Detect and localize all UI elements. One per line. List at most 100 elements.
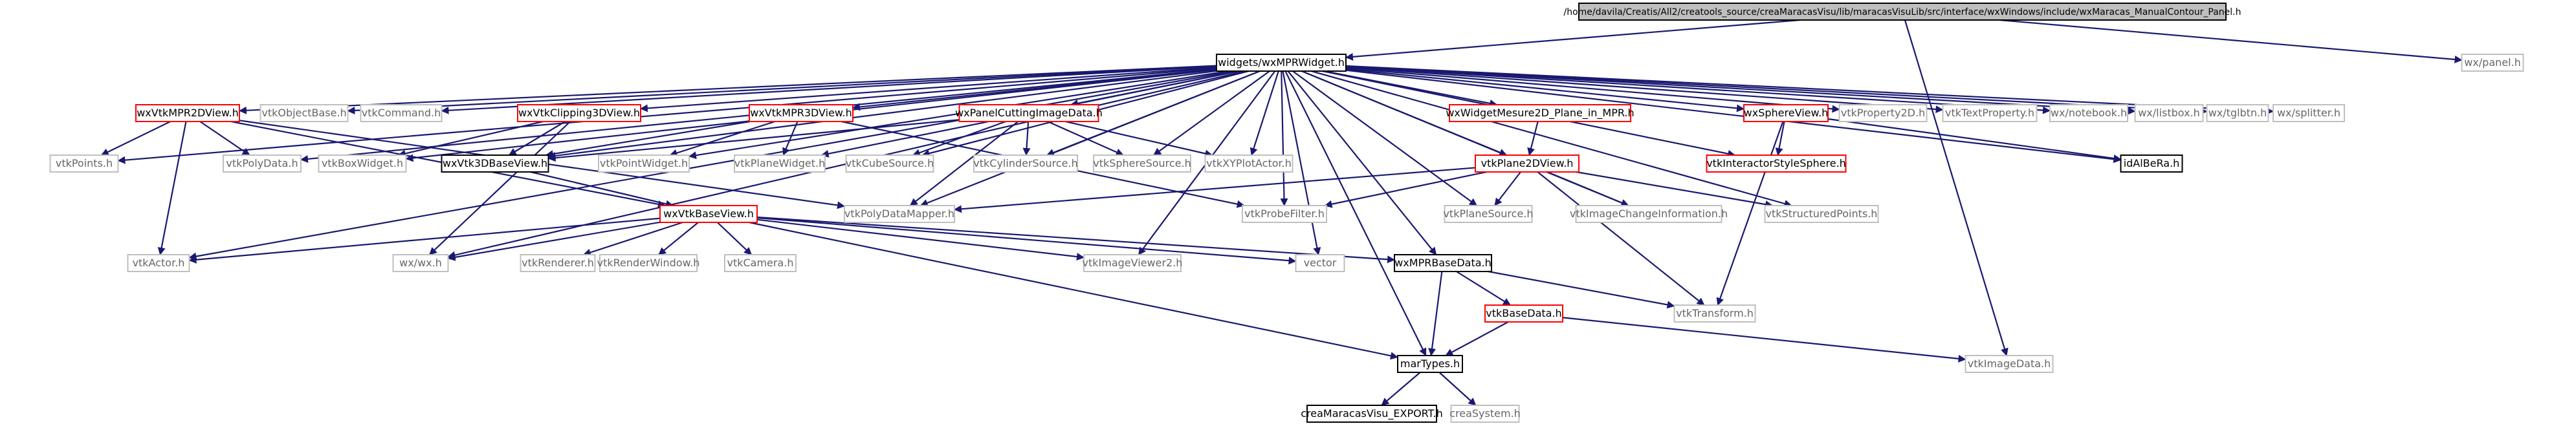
node-box [734,154,826,173]
node-label: wx/panel.h [2464,56,2521,69]
edge-root-to-panel [1999,19,2463,63]
node-interactor[interactable]: vtkInteractorStyleSphere.h [1706,154,1847,173]
node-mpr3d[interactable]: wxVtkMPR3DView.h [749,104,853,122]
node-box [1706,154,1847,173]
node-cylsource[interactable]: vtkCylinderSource.h [973,154,1078,173]
edge-plane2d-to-planesource [1494,171,1521,206]
edge-mprwidget-to-xyplot [1249,70,1279,156]
node-probefilter[interactable]: vtkProbeFilter.h [1242,205,1327,223]
node-box [1450,405,1520,423]
node-prop2d[interactable]: vtkProperty2D.h [1838,104,1928,122]
edge-root-to-mprwidget [1345,19,1801,61]
node-camera[interactable]: vtkCamera.h [724,254,797,272]
node-imgchange[interactable]: vtkImageChangeInformation.h [1570,205,1728,223]
node-cubesource[interactable]: vtkCubeSource.h [845,154,934,173]
node-idalbera[interactable]: idAlBeRa.h [2120,154,2183,173]
node-label: vtkSphereSource.h [1093,157,1191,169]
node-label: vtkTextProperty.h [1945,107,2034,119]
node-vtkbaseview[interactable]: wxVtkBaseView.h [659,205,758,223]
node-label: wxVtkMPR2DView.h [137,107,239,119]
node-box [598,154,690,173]
node-cutting[interactable]: wxPanelCuttingImageData.h [955,104,1103,122]
node-wxwx[interactable]: wx/wx.h [392,254,449,272]
edge-vtkbaseview-to-imgviewer [756,218,1084,261]
edge-mprwidget-to-polymapper [919,70,1260,207]
node-box [1093,154,1191,173]
node-label: vtkPolyData.h [226,157,298,169]
node-pointwidget[interactable]: vtkPointWidget.h [598,154,690,173]
edge-vtkbaseview-to-wxwx [447,221,661,261]
node-splitter[interactable]: wx/splitter.h [2273,104,2345,122]
node-imgviewer[interactable]: vtkImageViewer2.h [1083,254,1183,272]
node-box [318,154,407,173]
node-command[interactable]: vtkCommand.h [360,104,443,122]
edge-mprwidget-to-points [117,67,1217,164]
edge-cutting-to-vtk3dbase [547,119,960,162]
edge-mprwidget-to-marTypes [1284,70,1427,356]
node-plane2d[interactable]: vtkPlane2DView.h [1475,154,1580,173]
edge-clip3d-to-wxwx [428,121,571,255]
node-box [1484,304,1563,323]
node-marTypes[interactable]: marTypes.h [1397,355,1463,373]
node-label: vtkProperty2D.h [1841,107,1925,119]
node-label: vtkPlaneWidget.h [734,157,825,169]
node-xyplot[interactable]: vtkXYPlotActor.h [1204,154,1294,173]
edge-mprbasedata-to-basedata [1456,271,1512,306]
node-label: idAlBeRa.h [2124,157,2180,169]
node-points[interactable]: vtkPoints.h [49,154,119,173]
node-export[interactable]: creaMaracasVisu_EXPORT.h [1301,405,1443,423]
node-actor[interactable]: vtkActor.h [127,254,190,272]
node-listbox[interactable]: wx/listbox.h [2134,104,2204,122]
node-box [49,154,119,173]
node-label: vtkRenderWindow.h [597,257,700,269]
node-renderer[interactable]: vtkRenderer.h [520,254,596,272]
node-panel[interactable]: wx/panel.h [2461,54,2524,72]
edge-plane2d-to-polymapper [954,167,1476,213]
edge-mpr3d-to-vtk3dbase [545,120,751,158]
node-notebook[interactable]: wx/notebook.h [2049,104,2128,122]
node-label: vtkStructuredPoints.h [1766,208,1878,220]
edge-mprwidget-to-actor [188,70,1235,261]
node-structpts[interactable]: vtkStructuredPoints.h [1764,205,1879,223]
node-basedata[interactable]: vtkBaseData.h [1484,304,1563,323]
node-label: /home/davila/Creatis/All2/creatools_sour… [1563,7,2241,17]
node-label: vtkTransform.h [1676,307,1754,319]
edge-vtkmpr2d-to-actor [157,121,187,255]
edge-cutting-to-cubesource [912,120,1006,156]
edge-marTypes-to-system [1438,372,1477,406]
edge-basedata-to-marTypes [1445,321,1509,356]
node-textprop[interactable]: vtkTextProperty.h [1942,104,2038,122]
edge-clip3d-to-boxwidget [397,120,544,158]
node-objbase[interactable]: vtkObjectBase.h [259,104,349,122]
node-label: vtkProbeFilter.h [1244,208,1325,220]
node-renwin[interactable]: vtkRenderWindow.h [597,254,700,272]
node-sphsource[interactable]: vtkSphereSource.h [1093,154,1191,173]
node-boxwidget[interactable]: vtkBoxWidget.h [318,154,407,173]
node-vtkmpr2d[interactable]: wxVtkMPR2DView.h [135,104,240,122]
node-label: wx/wx.h [399,257,442,269]
node-tglbtn[interactable]: wx/tglbtn.h [2206,104,2269,122]
node-transform[interactable]: vtkTransform.h [1673,304,1756,323]
edge-sphereview-to-transform [1716,121,1784,306]
node-label: vtkRenderer.h [522,257,594,269]
edge-mprwidget-to-vector [1282,70,1321,255]
node-mesure[interactable]: wxWidgetMesure2D_Plane_in_MPR.h [1446,104,1635,122]
node-sphereview[interactable]: wxSphereView.h [1743,104,1829,122]
node-mprbasedata[interactable]: wxMPRBaseData.h [1394,254,1492,272]
node-planewidget[interactable]: vtkPlaneWidget.h [734,154,826,173]
node-polymapper[interactable]: vtkPolyDataMapper.h [844,205,955,223]
node-label: vtkCylinderSource.h [973,157,1077,169]
node-clip3d[interactable]: wxVtkClipping3DView.h [517,104,641,122]
node-vtk3dbase[interactable]: wxVtk3DBaseView.h [441,154,549,173]
node-vector[interactable]: vector [1295,254,1345,272]
node-system[interactable]: creaSystem.h [1449,405,1521,423]
node-box [659,205,758,223]
node-box [844,205,955,223]
node-imagedata[interactable]: vtkImageData.h [1965,355,2054,373]
node-mprwidget[interactable]: widgets/wxMPRWidget.h [1216,54,1347,72]
node-label: vtkCommand.h [362,107,441,119]
node-box [441,154,549,173]
node-polydata[interactable]: vtkPolyData.h [223,154,302,173]
node-planesource[interactable]: vtkPlaneSource.h [1443,205,1534,223]
